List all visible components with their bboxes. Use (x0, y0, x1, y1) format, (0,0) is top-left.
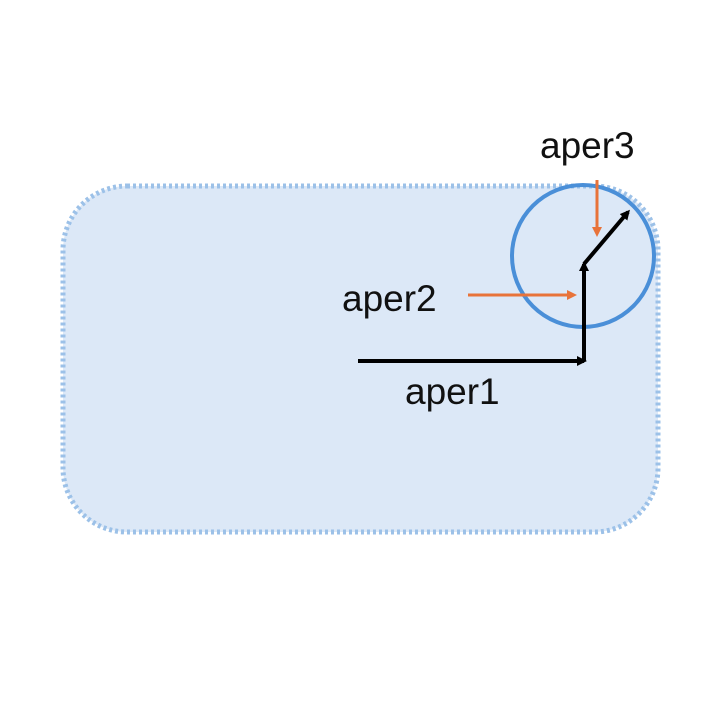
aper3-label: aper3 (540, 125, 635, 166)
aper2-label: aper2 (342, 278, 437, 319)
aper1-label: aper1 (405, 371, 500, 412)
aper3-vector (582, 209, 630, 266)
